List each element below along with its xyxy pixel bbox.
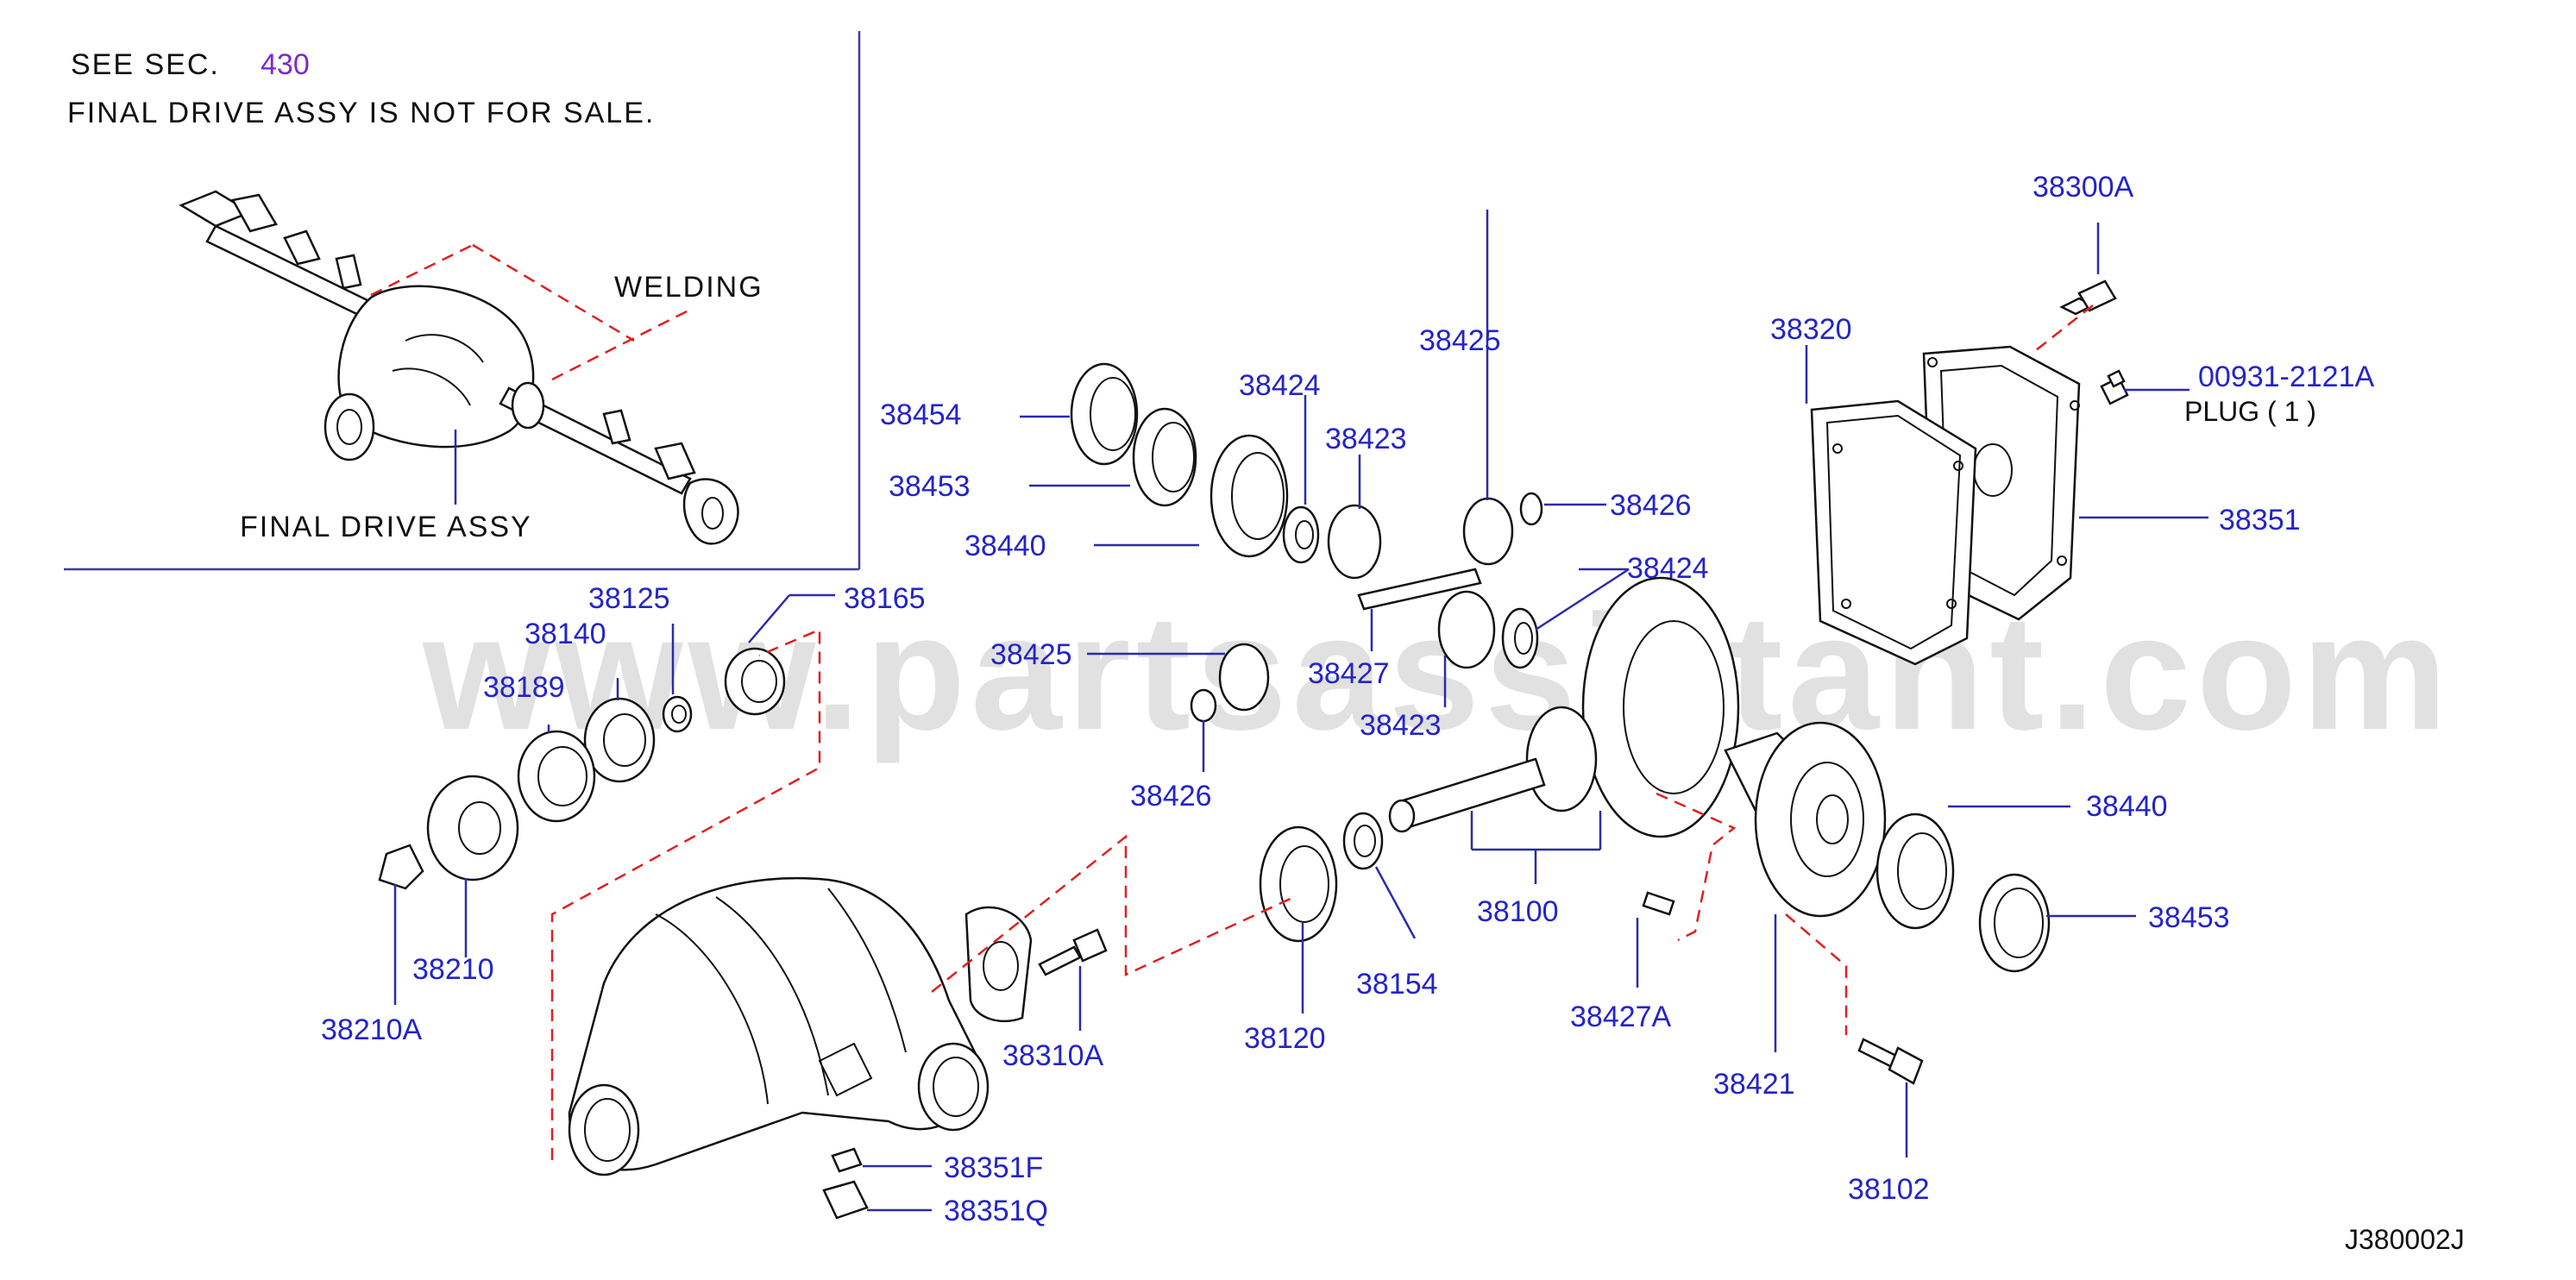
plug-icon — [2100, 369, 2129, 405]
part-38310A-label[interactable]: 38310A — [1002, 1039, 1104, 1072]
cap-bolt-icon — [1038, 928, 1108, 976]
part-38424-label-top[interactable]: 38424 — [1239, 369, 1321, 402]
assembly-dash-carrier-right — [931, 834, 1295, 993]
part-38210A-label[interactable]: 38210A — [321, 1013, 423, 1046]
part-38320-label[interactable]: 38320 — [1770, 313, 1852, 346]
part-38425-label-lower[interactable]: 38425 — [990, 638, 1072, 671]
part-38426-label-lower[interactable]: 38426 — [1130, 780, 1212, 813]
part-38100-label[interactable]: 38100 — [1477, 895, 1559, 928]
part-38440-label-top[interactable]: 38440 — [964, 530, 1046, 562]
drain-plug-icon — [822, 1147, 869, 1220]
part-38300A-label[interactable]: 38300A — [2033, 171, 2134, 204]
leader-lines — [393, 210, 2208, 1212]
note-see-section: SEE SEC. — [71, 48, 220, 81]
part-38210-label[interactable]: 38210 — [412, 953, 494, 986]
part-38440-label-lower[interactable]: 38440 — [2086, 790, 2168, 823]
welding-leader-3 — [551, 309, 689, 381]
part-38351Q-label[interactable]: 38351Q — [944, 1195, 1048, 1227]
part-38125-label[interactable]: 38125 — [588, 582, 670, 615]
section-430-link[interactable]: 430 — [261, 48, 310, 81]
differential-case-sketch — [1642, 721, 2051, 973]
part-38154-label[interactable]: 38154 — [1356, 968, 1438, 1001]
rear-axle-assembly-sketch — [179, 190, 739, 545]
part-38140-label[interactable]: 38140 — [525, 618, 606, 650]
part-38425-label-top[interactable]: 38425 — [1419, 324, 1501, 357]
part-38421-label[interactable]: 38421 — [1713, 1068, 1795, 1101]
part-00931-2121A-label[interactable]: 00931-2121A — [2198, 361, 2375, 393]
part-38453-label-lower[interactable]: 38453 — [2148, 901, 2230, 934]
plug-quantity-label: PLUG ( 1 ) — [2184, 396, 2316, 427]
part-38351-label[interactable]: 38351 — [2219, 504, 2301, 536]
diagram-code: J380002J — [2345, 1224, 2465, 1255]
part-38423-label-top[interactable]: 38423 — [1325, 423, 1407, 455]
assembly-dash-case — [1656, 792, 1737, 942]
part-38453-label-top[interactable]: 38453 — [889, 470, 971, 503]
assembly-dash-left-box — [550, 628, 821, 1160]
gear-carrier-housing-sketch — [568, 876, 990, 1176]
part-38427A-label[interactable]: 38427A — [1570, 1001, 1672, 1033]
assembly-dash-cover — [2031, 304, 2094, 355]
welding-label: WELDING — [614, 271, 763, 304]
ring-gear-pinion-sketch — [1259, 576, 1740, 943]
part-38423-label-lower[interactable]: 38423 — [1360, 709, 1442, 742]
gasket-sketch — [1810, 399, 1977, 666]
part-38189-label[interactable]: 38189 — [483, 671, 565, 704]
part-38424-label-right[interactable]: 38424 — [1627, 552, 1709, 585]
part-38102-label[interactable]: 38102 — [1848, 1173, 1930, 1206]
differential-internals-sketch — [1070, 362, 1543, 723]
bearing-cap-sketch — [964, 906, 1033, 1023]
part-38165-label[interactable]: 38165 — [844, 582, 926, 615]
pinion-front-parts-sketch — [378, 647, 786, 890]
part-38351F-label[interactable]: 38351F — [944, 1151, 1043, 1184]
note-not-for-sale: FINAL DRIVE ASSY IS NOT FOR SALE. — [67, 97, 655, 129]
final-drive-assy-label: FINAL DRIVE ASSY — [240, 511, 532, 543]
part-38426-label-top[interactable]: 38426 — [1610, 489, 1692, 522]
part-38120-label[interactable]: 38120 — [1244, 1022, 1326, 1055]
part-38454-label[interactable]: 38454 — [880, 398, 962, 431]
welding-leader-2 — [472, 243, 635, 342]
assembly-dash-bolt — [1785, 913, 1848, 1035]
case-bolt-icon — [1857, 1038, 1924, 1085]
part-38427-label[interactable]: 38427 — [1308, 657, 1390, 690]
